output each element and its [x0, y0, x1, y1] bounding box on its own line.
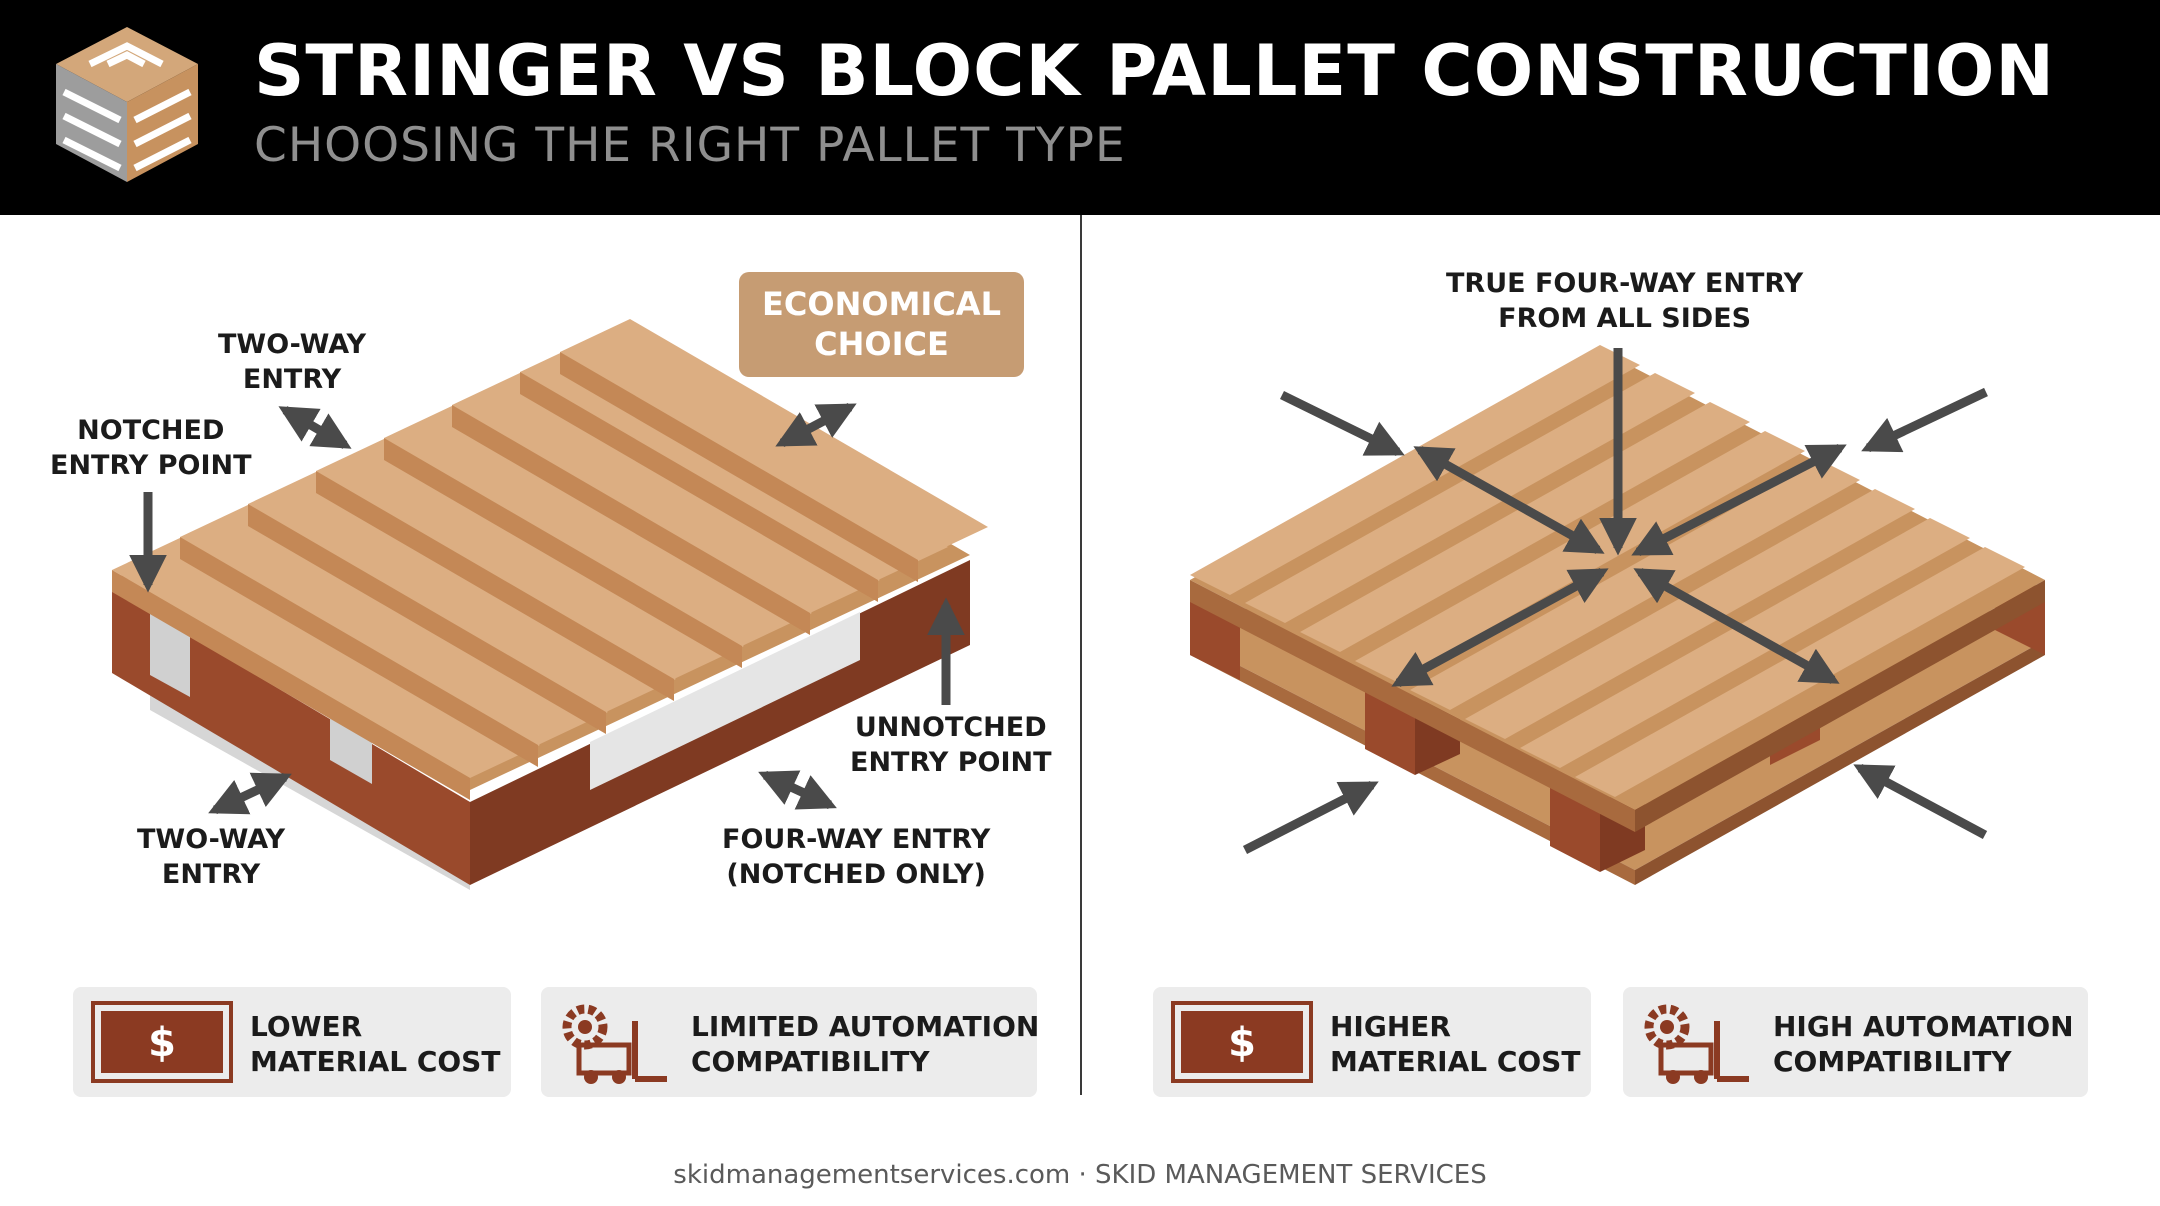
card-text: HIGH AUTOMATION COMPATIBILITY [1773, 1010, 2074, 1078]
stringer-boards [112, 560, 970, 885]
card-higher-material-cost: $ HIGHER MATERIAL COST [1153, 987, 1591, 1097]
footer-credit: skidmanagementservices.com · SKID MANAGE… [673, 1160, 1487, 1190]
stringer-deck-boards [112, 319, 988, 800]
card-limited-automation: LIMITED AUTOMATION COMPATIBILITY [541, 987, 1040, 1097]
block-pallet [1190, 345, 2045, 885]
label-four-way-entry-notched: FOUR-WAY ENTRY (NOTCHED ONLY) [722, 824, 991, 890]
dollar-bill-icon: $ [91, 1001, 233, 1083]
block-arrows [1242, 348, 1988, 855]
stringer-pallet [112, 319, 988, 890]
section-divider [1080, 215, 1082, 1095]
card-text: HIGHER MATERIAL COST [1330, 1010, 1581, 1078]
dollar-bill-icon: $ [1171, 1001, 1313, 1083]
pallet-illustrations [112, 319, 2045, 890]
svg-text:$: $ [148, 1020, 176, 1066]
stringer-arrows [129, 403, 965, 815]
label-true-four-way-entry: TRUE FOUR-WAY ENTRY FROM ALL SIDES [1446, 268, 1804, 334]
economical-choice-badge: ECONOMICAL CHOICE [739, 272, 1024, 377]
gear-forklift-icon [1644, 1004, 1749, 1084]
card-text: LOWER MATERIAL COST [250, 1010, 501, 1078]
page-subtitle: CHOOSING THE RIGHT PALLET TYPE [254, 118, 1126, 173]
label-two-way-entry-bottom: TWO-WAY ENTRY [137, 824, 286, 890]
card-high-automation: HIGH AUTOMATION COMPATIBILITY [1623, 987, 2088, 1097]
header-bar: STRINGER VS BLOCK PALLET CONSTRUCTION CH… [0, 0, 2160, 215]
svg-text:$: $ [1228, 1020, 1256, 1066]
label-notched-entry-point: NOTCHED ENTRY POINT [50, 415, 252, 481]
page-title: STRINGER VS BLOCK PALLET CONSTRUCTION [254, 30, 2055, 112]
gear-forklift-icon [562, 1004, 667, 1084]
label-two-way-entry-top: TWO-WAY ENTRY [218, 329, 367, 395]
card-lower-material-cost: $ LOWER MATERIAL COST [73, 987, 511, 1097]
label-unnotched-entry-point: UNNOTCHED ENTRY POINT [850, 712, 1052, 778]
card-text: LIMITED AUTOMATION COMPATIBILITY [691, 1010, 1040, 1078]
pallet-stack-logo-icon [56, 27, 198, 182]
